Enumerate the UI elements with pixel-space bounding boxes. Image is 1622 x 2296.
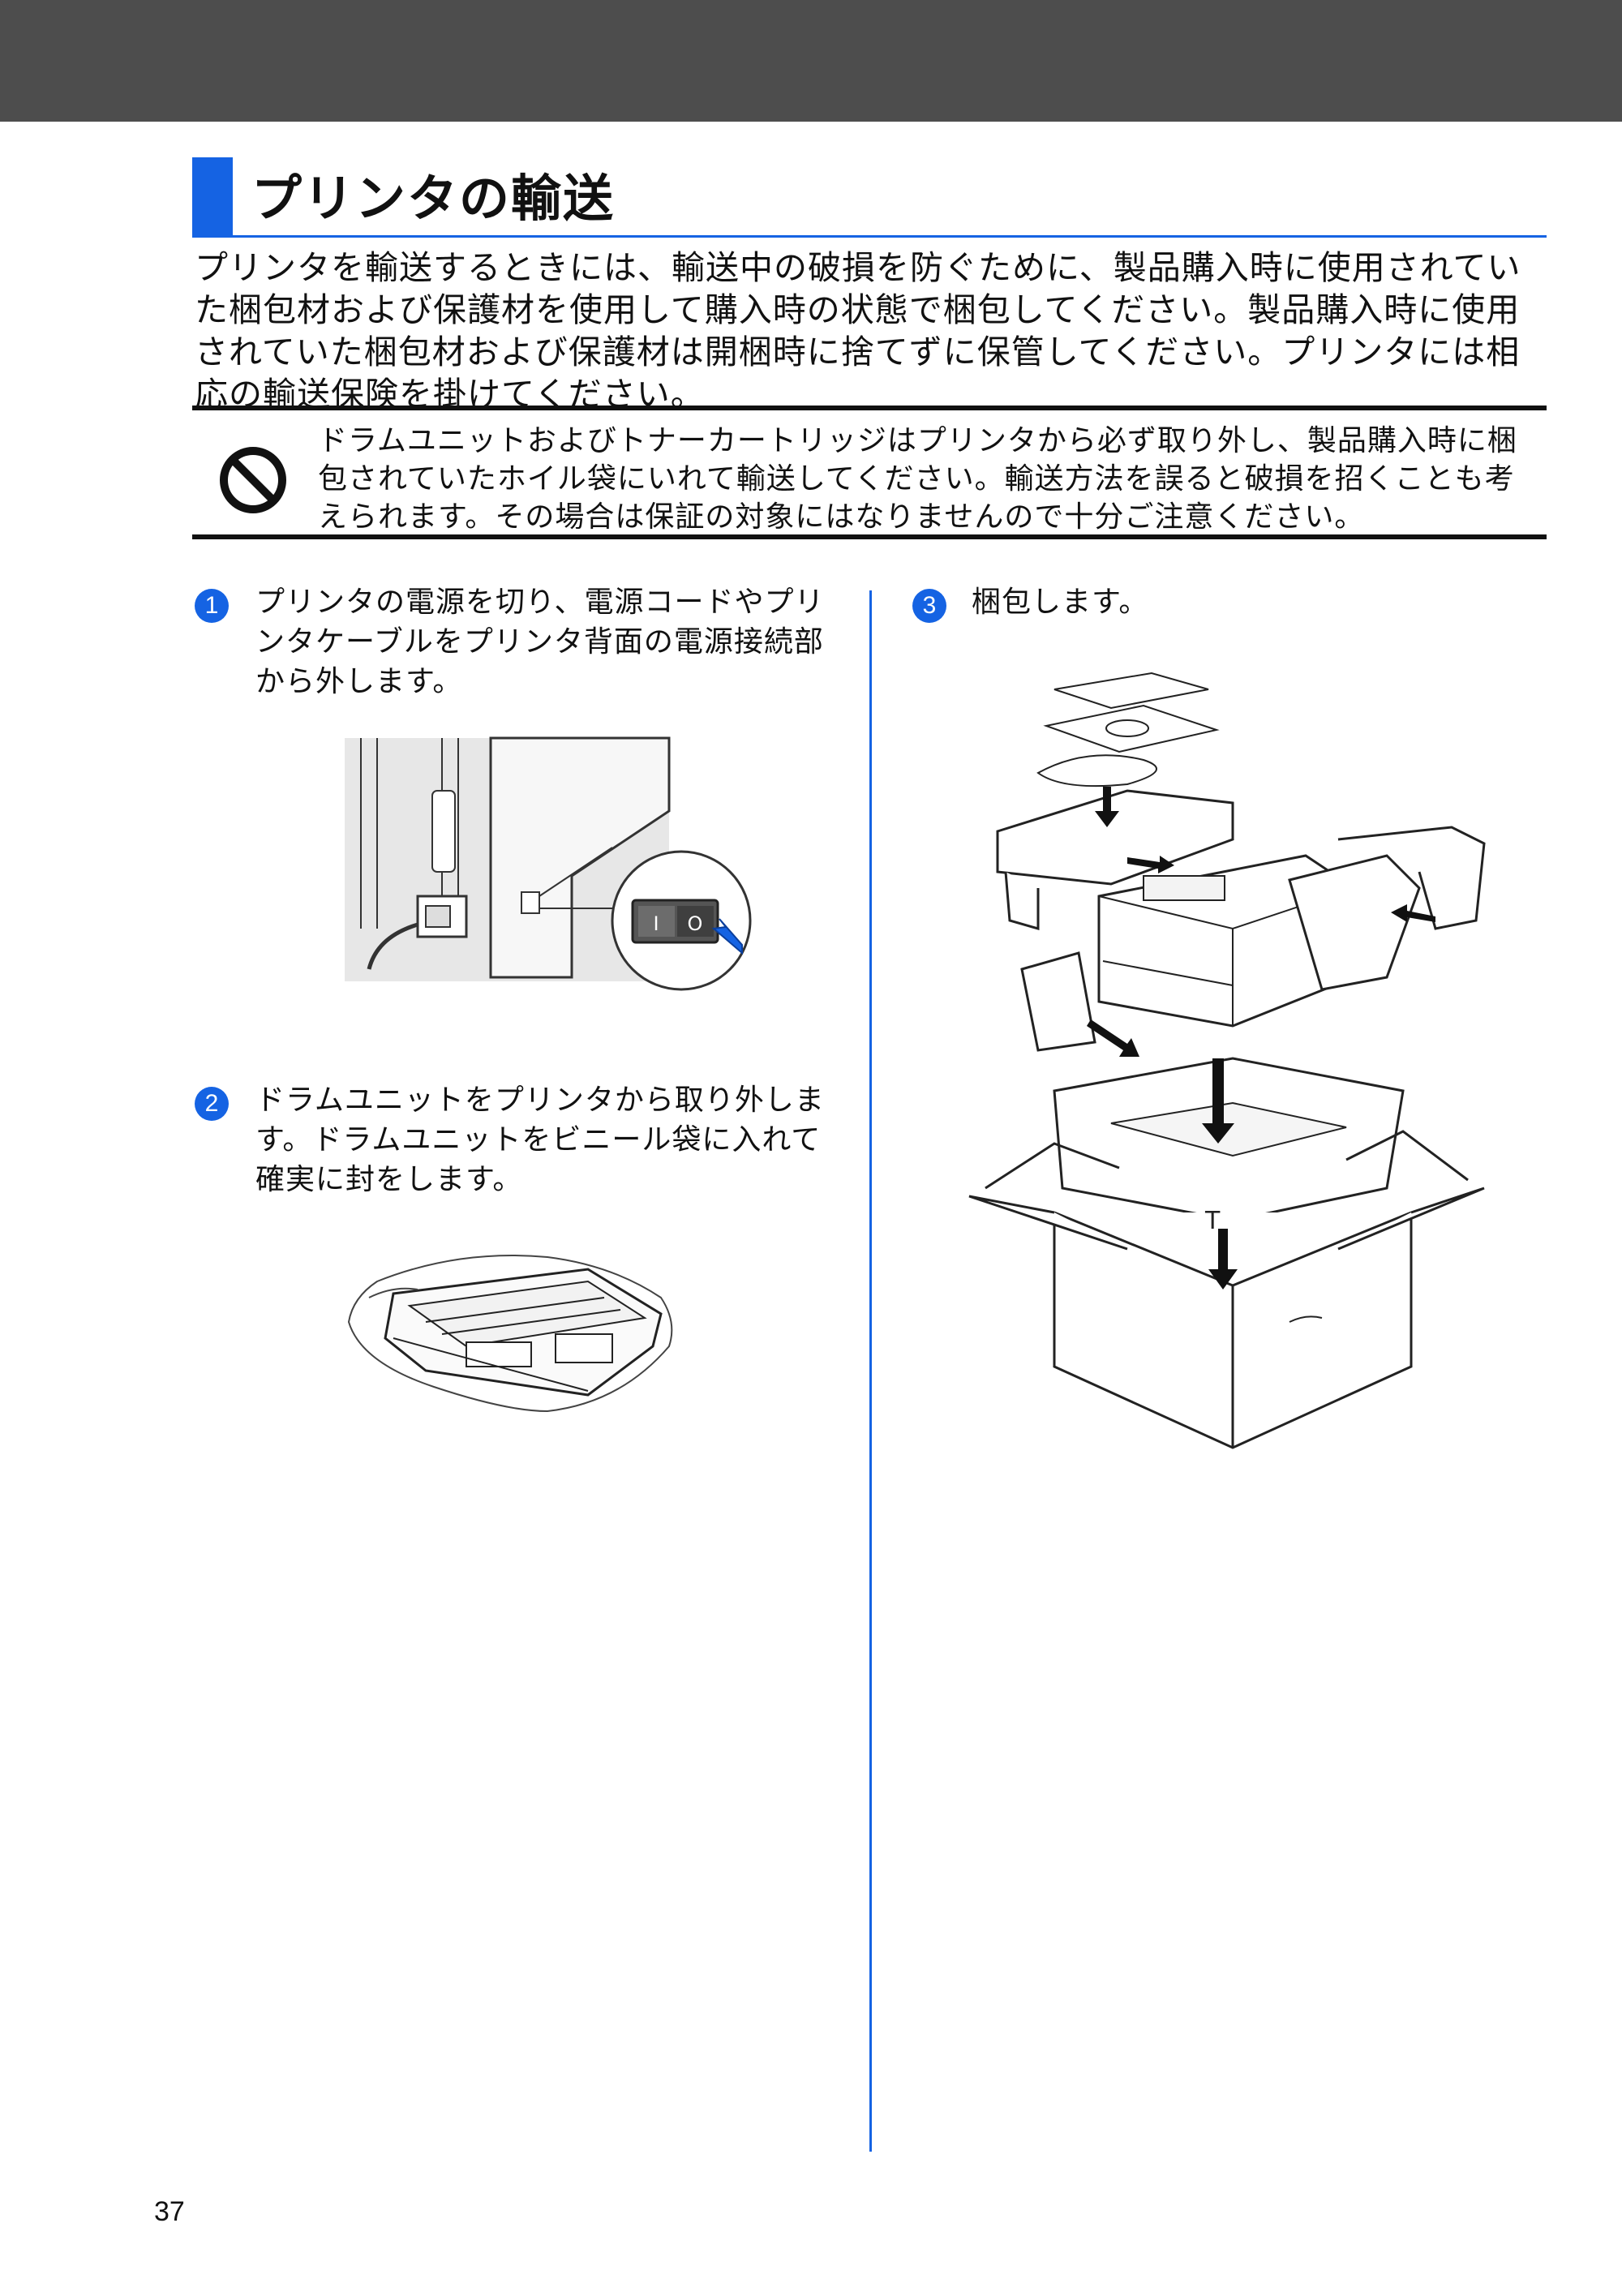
title-accent-bar — [192, 157, 233, 237]
packing-illustration: T — [968, 672, 1486, 1449]
arrow-diagonal-icon — [1087, 1019, 1139, 1057]
title-underline — [192, 235, 1547, 238]
step-2-text: ドラムユニットをプリンタから取り外します。ドラムユニットをビニール袋に入れて確実… — [255, 1084, 825, 1196]
step-1-text: プリンタの電源を切り、電源コードやプリンタケーブルをプリンタ背面の電源接続部から… — [255, 586, 825, 698]
step-2-number: 2 — [195, 1087, 229, 1121]
drum-unit-bag-illustration — [347, 1255, 673, 1413]
arrow-down-icon — [1208, 1229, 1238, 1290]
step-1-number: 1 — [195, 589, 229, 623]
page-number: 37 — [154, 2196, 185, 2227]
intro-paragraph: プリンタを輸送するときには、輸送中の破損を防ぐために、製品購入時に使用されていた… — [195, 248, 1521, 414]
warning-rule-top — [192, 406, 1547, 410]
box-label: T — [1204, 1207, 1221, 1235]
arrow-down-icon — [1202, 1058, 1234, 1144]
switch-on-label: O — [688, 912, 703, 935]
page-title: プリンタの輸送 — [251, 169, 616, 228]
step-3-number: 3 — [912, 589, 946, 623]
column-divider — [869, 590, 872, 2152]
arrow-left-icon — [1391, 904, 1435, 922]
warning-text: ドラムユニットおよびトナーカートリッジはプリンタから必ず取り外し、製品購入時に梱… — [318, 424, 1517, 534]
warning-rule-bottom — [192, 534, 1547, 539]
power-switch-illustration: I O — [345, 736, 752, 991]
header-bar — [0, 0, 1622, 122]
arrow-icon — [711, 918, 743, 955]
arrow-down-icon — [1095, 787, 1119, 827]
step-3-text: 梱包します。 — [972, 586, 1149, 619]
arrow-right-icon — [1127, 856, 1174, 873]
switch-off-label: I — [653, 912, 659, 935]
prohibited-icon — [220, 447, 286, 513]
